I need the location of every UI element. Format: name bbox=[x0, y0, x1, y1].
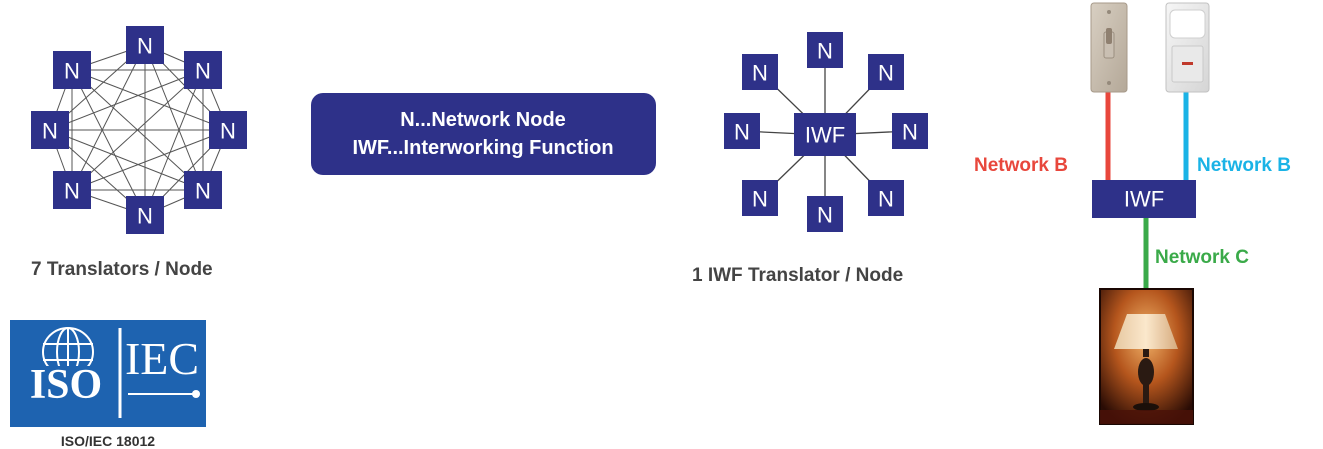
node-label: N bbox=[817, 203, 833, 228]
iso-caption: ISO/IEC 18012 bbox=[61, 433, 155, 449]
star-diagram: N N N N N N N N IWF bbox=[724, 32, 928, 232]
network-b-left-label: Network B bbox=[974, 155, 1068, 176]
mesh-node-7: N bbox=[31, 111, 69, 149]
network-c-label: Network C bbox=[1155, 247, 1249, 268]
mesh-link bbox=[49, 69, 204, 131]
node-label: N bbox=[64, 179, 80, 204]
node-label: N bbox=[752, 187, 768, 212]
star-node-4: N bbox=[868, 180, 904, 216]
star-node-7: N bbox=[724, 113, 760, 149]
legend-line-node: N...Network Node bbox=[400, 109, 566, 131]
mesh-caption: 7 Translators / Node bbox=[31, 259, 213, 280]
node-label: N bbox=[42, 119, 58, 144]
node-label: N bbox=[734, 120, 750, 145]
node-label: N bbox=[137, 34, 153, 59]
mesh-link bbox=[71, 129, 229, 191]
node-label: N bbox=[137, 204, 153, 229]
star-node-6: N bbox=[742, 180, 778, 216]
mesh-node-3: N bbox=[209, 111, 247, 149]
star-node-8: N bbox=[742, 54, 778, 90]
device-network-diagram: IWF Network B Network B Network C bbox=[974, 2, 1291, 425]
mesh-node-1: N bbox=[126, 26, 164, 64]
node-label: N bbox=[878, 61, 894, 86]
legend-box: N...Network Node IWF...Interworking Func… bbox=[311, 93, 656, 175]
star-node-5: N bbox=[807, 196, 843, 232]
node-label: N bbox=[817, 39, 833, 64]
full-mesh-diagram: N N N N N N N N bbox=[31, 26, 247, 234]
legend-line-iwf: IWF...Interworking Function bbox=[352, 137, 613, 159]
node-label: N bbox=[220, 119, 236, 144]
iec-text: IEC bbox=[125, 333, 199, 384]
mesh-link bbox=[71, 69, 229, 131]
star-node-2: N bbox=[868, 54, 904, 90]
mesh-node-5: N bbox=[126, 196, 164, 234]
mesh-node-4: N bbox=[184, 171, 222, 209]
device-iwf-box: IWF bbox=[1092, 180, 1196, 218]
node-label: N bbox=[752, 61, 768, 86]
star-node-1: N bbox=[807, 32, 843, 68]
mesh-node-6: N bbox=[53, 171, 91, 209]
mesh-link bbox=[71, 69, 204, 191]
mesh-link bbox=[144, 69, 204, 216]
table-lamp-icon bbox=[1099, 288, 1194, 425]
node-label: N bbox=[902, 120, 918, 145]
star-caption: 1 IWF Translator / Node bbox=[692, 265, 903, 286]
motion-sensor-icon bbox=[1165, 2, 1210, 93]
mesh-link bbox=[49, 129, 204, 191]
star-center-label: IWF bbox=[805, 123, 845, 148]
device-iwf-label: IWF bbox=[1124, 187, 1164, 212]
iso-iec-logo: ISO IEC bbox=[10, 320, 206, 427]
mesh-node-2: N bbox=[184, 51, 222, 89]
mesh-node-8: N bbox=[53, 51, 91, 89]
mesh-link bbox=[71, 69, 146, 216]
star-nodes: N N N N N N N N bbox=[724, 32, 928, 232]
mesh-nodes: N N N N N N N N bbox=[31, 26, 247, 234]
iso-text: ISO bbox=[30, 362, 102, 408]
star-center-iwf: IWF bbox=[794, 113, 856, 156]
node-label: N bbox=[878, 187, 894, 212]
node-label: N bbox=[195, 59, 211, 84]
node-label: N bbox=[195, 179, 211, 204]
node-label: N bbox=[64, 59, 80, 84]
mesh-link bbox=[71, 44, 146, 191]
network-b-right-label: Network B bbox=[1197, 155, 1291, 176]
star-node-3: N bbox=[892, 113, 928, 149]
light-switch-icon bbox=[1090, 2, 1128, 93]
